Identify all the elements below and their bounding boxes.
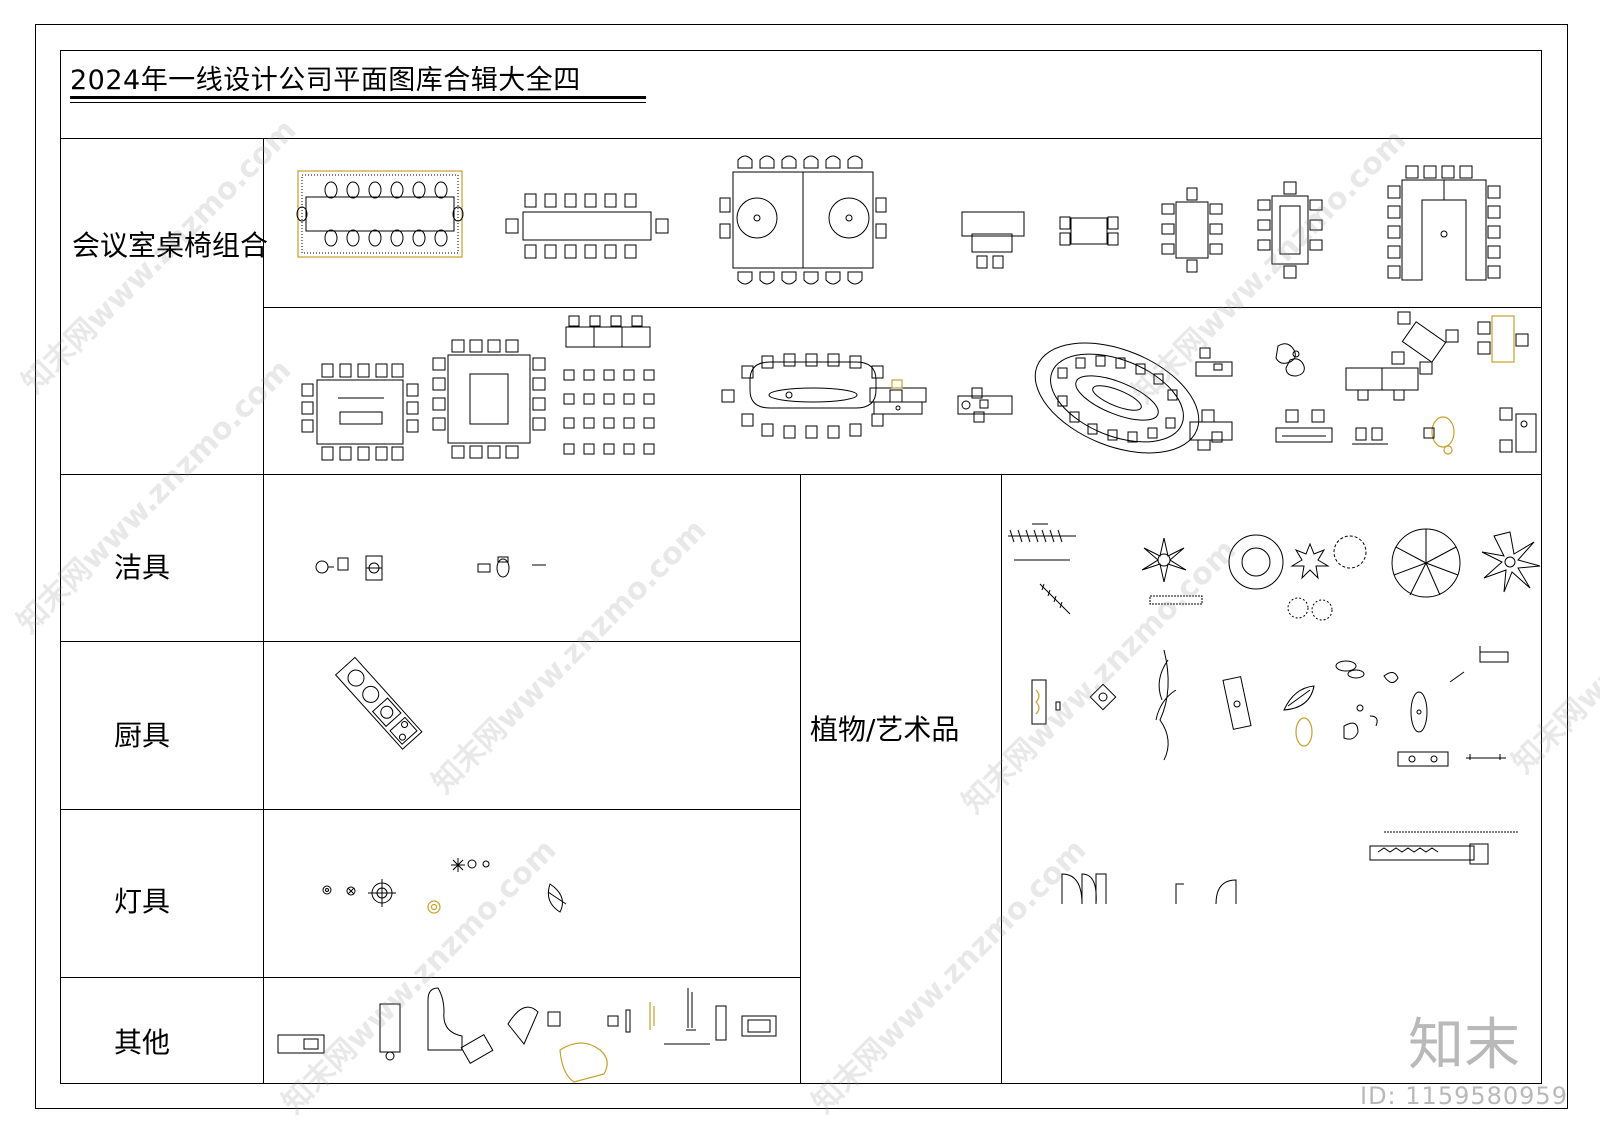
- meeting-table-12: [505, 193, 669, 259]
- desk-corner-set: [1499, 407, 1537, 453]
- watermark-brand: 知末: [1408, 1013, 1520, 1078]
- sanitary-symbols: [315, 555, 546, 581]
- reception-desk: [1275, 409, 1333, 443]
- category-other: 其他: [114, 1026, 171, 1059]
- grid-line-plants-col: [1001, 474, 1002, 1084]
- meeting-table-2: [1059, 216, 1119, 246]
- meeting-desk-small: [961, 211, 1025, 269]
- desk-gold-set: [1477, 315, 1529, 363]
- page-title: 2024年一线设计公司平面图库合辑大全四: [70, 65, 581, 96]
- meeting-table-16: [432, 339, 546, 459]
- lounge-chairs: [1275, 343, 1305, 377]
- category-kitchen: 厨具: [114, 719, 171, 752]
- grid-line-lighting-bottom: [60, 977, 800, 978]
- title-underline-thin: [70, 102, 646, 103]
- office-desk-c: [1195, 347, 1233, 377]
- meeting-table-6: [1161, 187, 1223, 273]
- meeting-classroom-seating: [563, 315, 655, 455]
- grid-line-category-col: [263, 138, 264, 1084]
- kitchen-counter: [334, 656, 423, 750]
- grid-line-meeting-mid: [263, 307, 1542, 308]
- rotated-table-set: [1391, 311, 1459, 375]
- other-symbols: [277, 987, 777, 1083]
- watermark-id: ID: 1159580959: [1360, 1082, 1568, 1110]
- meeting-table-elliptic-ring: [1034, 342, 1200, 454]
- title-underline-thick: [70, 96, 646, 99]
- lighting-symbols: [322, 858, 567, 914]
- category-plants-art: 植物/艺术品: [810, 713, 960, 746]
- meeting-table-10-a: [301, 363, 419, 461]
- office-desk-a: [869, 379, 927, 415]
- meeting-table-carpet: [296, 170, 464, 258]
- plants-symbols: [1008, 523, 1541, 905]
- grid-line-meeting-bottom: [60, 474, 1542, 475]
- grid-line-sanitary-bottom: [60, 641, 800, 642]
- meeting-table-oval-16: [721, 353, 903, 439]
- small-chairs: [1352, 427, 1388, 445]
- office-desk-d: [1189, 409, 1233, 451]
- drawing-border-inner: [60, 50, 1542, 1084]
- meeting-table-8: [1257, 181, 1323, 279]
- grid-line-title: [60, 138, 1542, 139]
- category-sanitary: 洁具: [114, 551, 171, 584]
- drawing-border-outer: [35, 24, 1568, 1109]
- office-desk-b: [957, 387, 1013, 423]
- category-meeting: 会议室桌椅组合: [72, 229, 269, 262]
- meeting-table-u: [1387, 165, 1501, 281]
- grid-line-mid-col: [800, 474, 801, 1084]
- grid-line-kitchen-bottom: [60, 809, 800, 810]
- meeting-table-large-round-ends: [719, 155, 887, 285]
- category-lighting: 灯具: [114, 885, 171, 918]
- round-table-gold: [1423, 416, 1455, 455]
- office-workstation-pair: [1345, 367, 1419, 401]
